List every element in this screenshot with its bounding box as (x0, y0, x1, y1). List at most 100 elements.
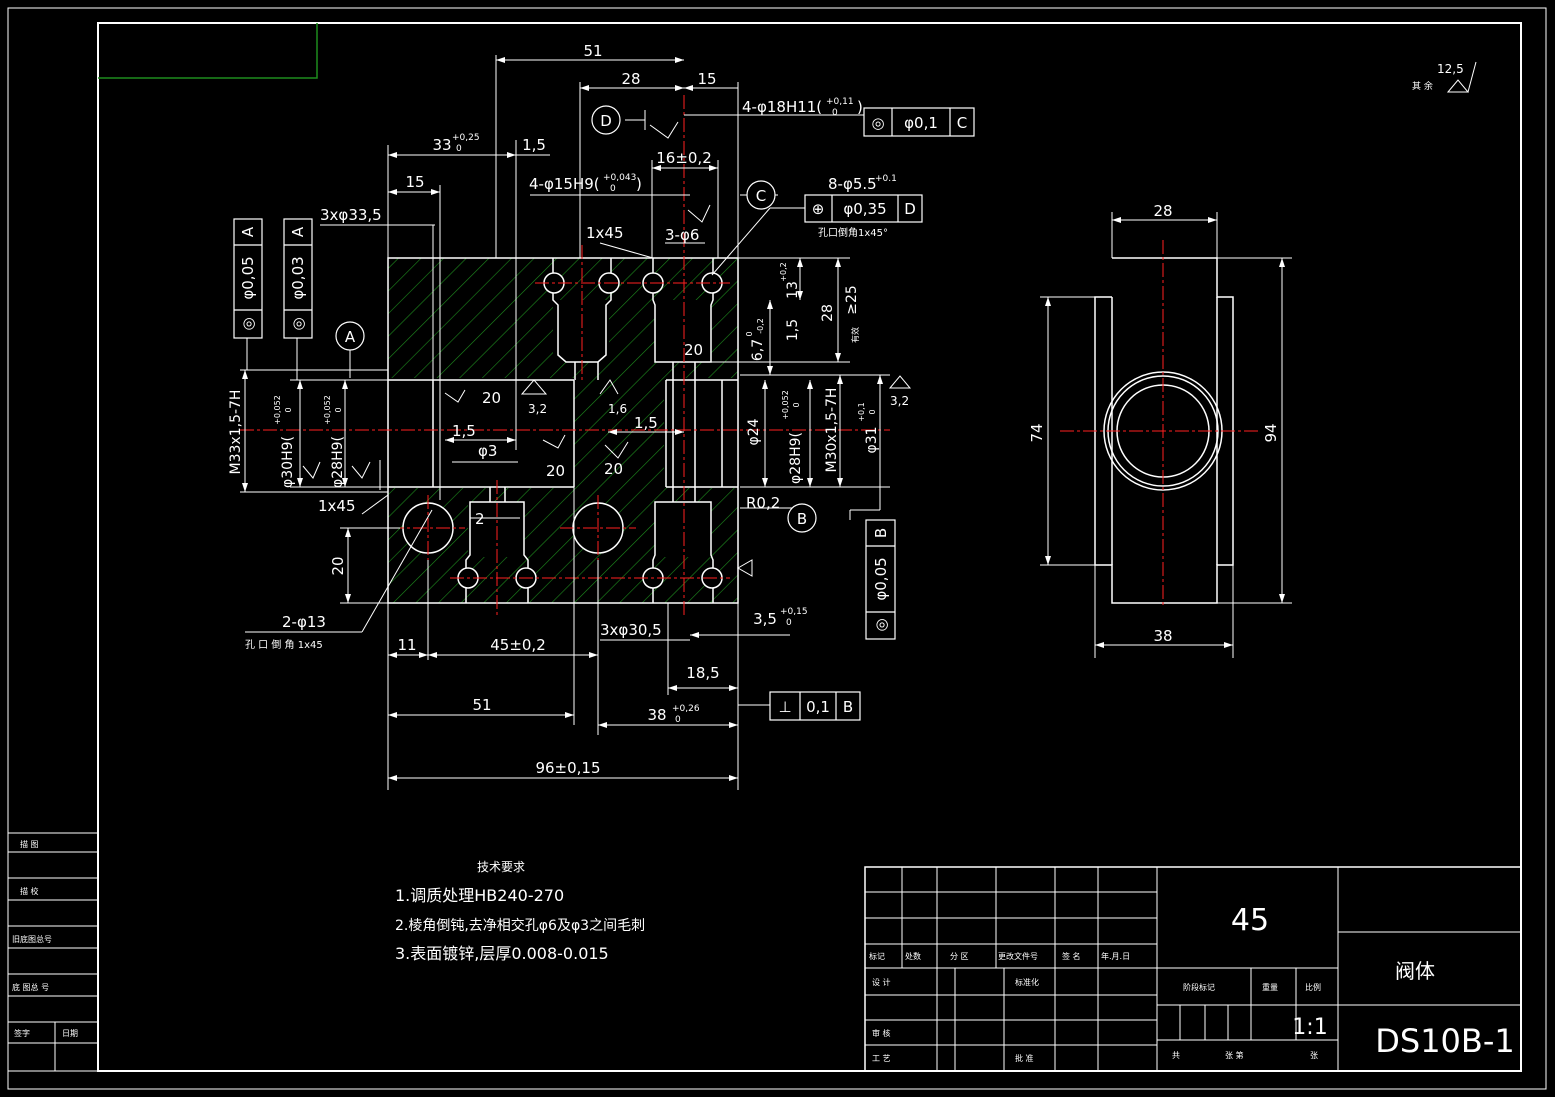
fcf-left1-datum: A (239, 226, 257, 237)
scale-value: 1:1 (1292, 1015, 1327, 1040)
callout-2-13-note: 孔 口 倒 角 1x45 (245, 639, 323, 651)
dim-18-5: 18,5 (686, 664, 719, 682)
bore-d24: φ24 (746, 418, 762, 445)
inner-1-5a: 1,5 (452, 422, 476, 440)
dim-11: 11 (397, 636, 416, 654)
fcf-position-value: φ0,35 (843, 200, 886, 218)
callout-4-15-close: ) (636, 175, 642, 193)
bore-d30-tol0: 0 (284, 407, 293, 412)
fcf-right-datum: B (872, 528, 890, 538)
tb-header-4: 更改文件号 (998, 951, 1038, 961)
bore-d30: φ30H9( (280, 436, 296, 488)
fcf-left2-value: φ0,03 (289, 256, 307, 299)
fcf-left1-value: φ0,05 (239, 256, 257, 299)
tb-header-3: 分 区 (950, 952, 969, 961)
inner-1-5b: 1,5 (634, 414, 658, 432)
tb-scale-label: 比例 (1305, 982, 1321, 992)
bore-d31-tol: +0,1 (857, 402, 866, 421)
title-block (864, 866, 1522, 1072)
fcf-left1-symbol: ◎ (239, 317, 257, 330)
callout-2-13: 2-φ13 (282, 613, 326, 631)
dim-16: 16±0,2 (656, 149, 712, 167)
bore-d28-left: φ28H9( (330, 436, 346, 488)
side-dim-28: 28 (1153, 202, 1172, 220)
tb-row-process: 工 艺 (872, 1054, 891, 1063)
dim-25: ≥25 (844, 285, 860, 315)
callout-1x45-top: 1x45 (586, 224, 624, 242)
fcf-top-value: φ0,1 (904, 114, 938, 132)
tb-row-design: 设 计 (872, 977, 891, 987)
tb-row-review: 审 核 (872, 1028, 891, 1038)
dim-15-top: 15 (697, 70, 716, 88)
side-dim-38: 38 (1153, 627, 1172, 645)
bore-d30-tol: +0,052 (273, 395, 282, 425)
general-roughness-value: 12,5 (1437, 62, 1464, 76)
dim-28-right: 28 (820, 304, 836, 322)
tech-title: 技术要求 (477, 860, 525, 874)
callout-3-6: 3-φ6 (665, 226, 699, 244)
callout-3x30: 3xφ30,5 (600, 621, 662, 639)
callout-4-18: 4-φ18H11( (742, 98, 822, 116)
tech-item-1: 1.调质处理HB240-270 (395, 886, 564, 905)
dim-38-tol-low: 0 (675, 715, 681, 725)
side-table-row-5: 签字 (14, 1028, 30, 1038)
inner-20b: 20 (546, 462, 565, 480)
thread-m30: M30x1,5-7H (824, 388, 840, 473)
dim-6-7-tol: 0 (745, 331, 754, 336)
dim-96: 96±0,15 (535, 759, 600, 777)
fcf-position-symbol: ⊕ (812, 200, 825, 218)
tb-stage: 阶段标记 (1183, 982, 1215, 992)
dim-25-note: 有效 (850, 327, 860, 343)
callout-4-18-tol-low: 0 (832, 108, 838, 118)
front-view: D C A B ◎ φ0 (228, 42, 1477, 790)
roughness-3-2-a: 3,2 (528, 402, 547, 416)
drawing-frame (7, 7, 1547, 1090)
dim-3-5-tol0: 0 (786, 618, 792, 628)
dim-3-5: 3,5 (753, 610, 777, 628)
fcf-left2-symbol: ◎ (289, 317, 307, 330)
bore-d28-left-tol0: 0 (334, 407, 343, 412)
side-table-row-6: 日期 (62, 1029, 78, 1038)
fcf-left2-datum: A (289, 226, 307, 237)
dim-1-5-right: 1,5 (785, 319, 801, 341)
dim-33-tol-low: 0 (456, 144, 462, 154)
callout-8-55-tol: +0.1 (875, 174, 897, 184)
datum-b: B (797, 510, 807, 528)
dim-38-bottom: 38 (647, 706, 666, 724)
inner-20c: 20 (604, 460, 623, 478)
dim-28-top: 28 (621, 70, 640, 88)
bore-d28-right-tol0: 0 (792, 402, 801, 407)
dim-6-7-tol-low: -0,2 (756, 318, 765, 334)
tb-header-6: 年.月.日 (1101, 951, 1130, 961)
dim-51-top: 51 (583, 42, 602, 60)
dim-33: 33 (432, 136, 451, 154)
thread-m33: M33x1,5-7H (228, 390, 244, 475)
tb-header-1: 标记 (869, 951, 885, 961)
dim-1-5-top: 1,5 (522, 136, 546, 154)
tech-item-3: 3.表面镀锌,层厚0.008-0.015 (395, 944, 609, 963)
callout-4-15-tol-up: +0,043 (603, 173, 636, 183)
tb-row-standard: 标准化 (1015, 977, 1039, 987)
bore-d28-left-tol: +0,052 (323, 395, 332, 425)
fcf-top-symbol: ◎ (871, 114, 884, 132)
callout-3x33: 3xφ33,5 (320, 206, 382, 224)
dim-6-7: 6,7 (750, 339, 766, 361)
dim-20-left: 20 (329, 556, 347, 575)
datum-a: A (345, 328, 356, 346)
inner-r02: R0,2 (746, 494, 780, 512)
datum-c: C (756, 187, 766, 205)
fcf-perp-symbol: ⊥ (778, 698, 791, 716)
tb-row-approve: 批 准 (1015, 1053, 1034, 1063)
bore-d31: φ31 (864, 426, 880, 453)
dim-15-left: 15 (405, 173, 424, 191)
tb-sheets-right: 张 (1310, 1051, 1318, 1060)
roughness-3-2-b: 3,2 (890, 394, 909, 408)
side-table-row-1: 描 图 (20, 839, 39, 849)
fcf-perp-value: 0,1 (806, 698, 830, 716)
side-table-row-4: 底 图总 号 (12, 982, 49, 992)
general-roughness-label: 其 余 (1412, 80, 1433, 92)
datum-d: D (600, 112, 612, 130)
side-table-row-3: 旧底图总号 (12, 934, 52, 944)
dim-51-bottom: 51 (472, 696, 491, 714)
